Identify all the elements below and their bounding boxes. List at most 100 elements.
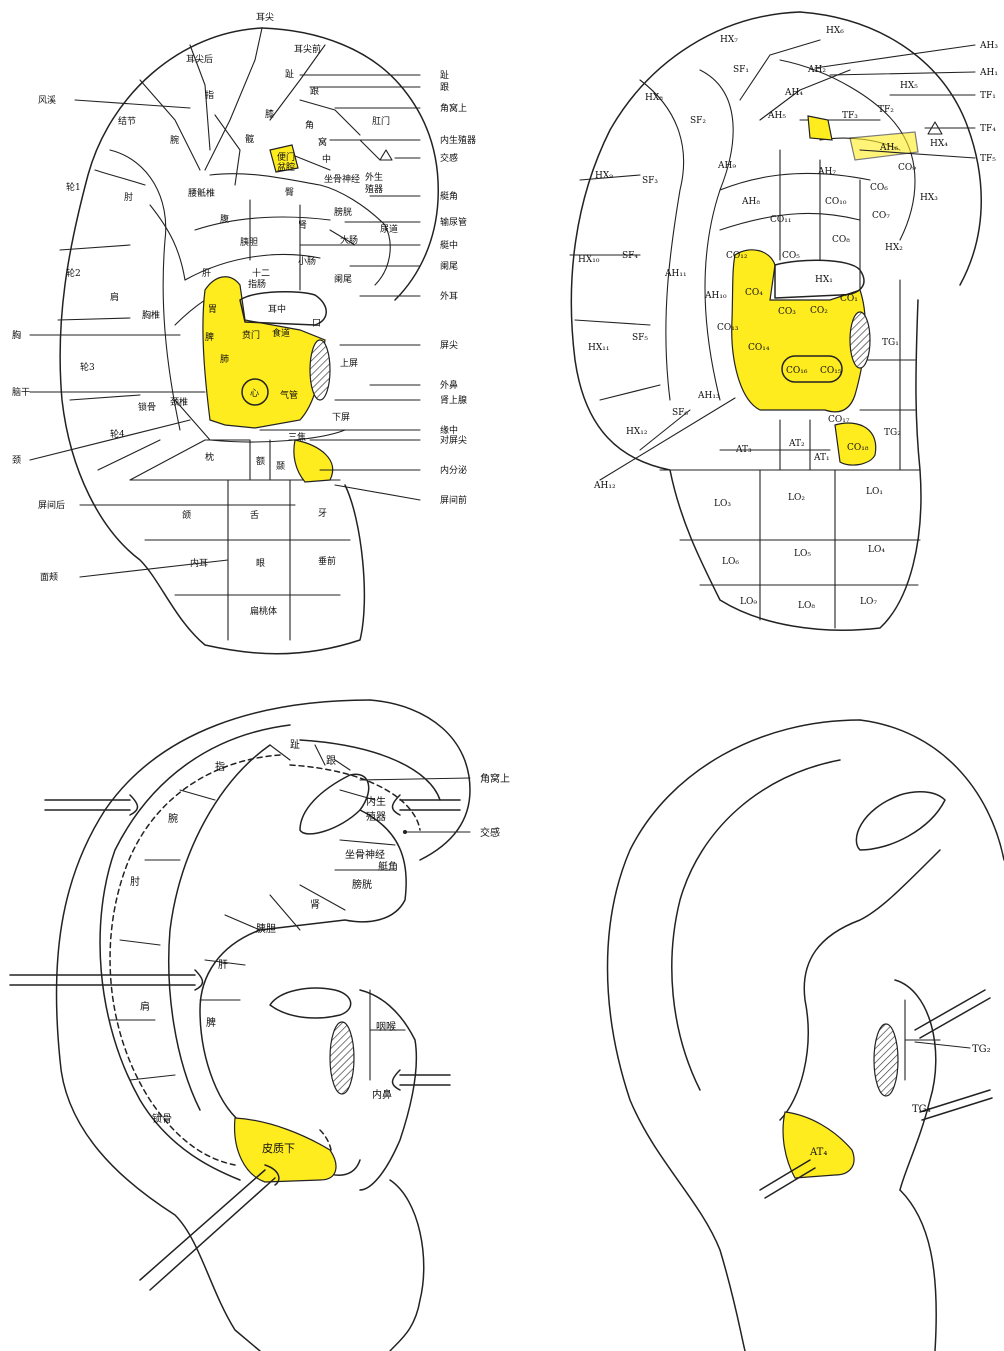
p2-label: HX₅ <box>900 81 918 91</box>
p1-label: 小肠 <box>298 256 316 267</box>
panel-4-ear-needle-codes: AT₄ TG₄ TG₂ <box>608 720 1004 1351</box>
p2-label: CO₁₇ <box>828 415 850 425</box>
p2-label: TF₃ <box>842 111 858 121</box>
p1-label: 上屏 <box>340 358 358 369</box>
p3-label: 腕 <box>168 812 178 825</box>
p4-label: AT₄ <box>809 1147 827 1158</box>
panel-4-outline <box>608 720 1004 1351</box>
p3-label: 指 <box>215 760 225 773</box>
p1-label: 眼 <box>256 558 265 569</box>
panel-2-highlight-tf <box>808 116 832 140</box>
p2-label: CO₁₆ <box>786 366 808 376</box>
p1-label: 耳尖后 <box>186 53 213 65</box>
p1-label: 指 <box>205 89 214 101</box>
p2-label: TF₂ <box>878 105 894 115</box>
p1-label: 舌 <box>250 510 259 521</box>
p2-label: LO₆ <box>722 557 739 567</box>
p2-label: SF₆ <box>672 408 688 418</box>
panel-4-callouts: TG₂ <box>915 1042 991 1055</box>
p1-label: 额 <box>256 455 265 467</box>
p1-label: 贲门 <box>242 329 260 341</box>
p2-label: AH₄ <box>784 88 803 98</box>
p1-label: 胰胆 <box>240 236 258 248</box>
p1-callout: 屏间后 <box>38 499 65 511</box>
p1-callout: 屏间前 <box>440 494 467 506</box>
p2-label: CO₁₅ <box>820 366 842 376</box>
panel-2-ear-map-codes: HX₆ HX₇ SF₁ AH₂ HX₅ HX₈ SF₂ AH₄ AH₅ TF₃ … <box>570 12 998 630</box>
p2-callout: TF₅ <box>980 154 996 164</box>
p1-callout: 缘中 <box>440 424 458 436</box>
p1-callout: 胸 <box>12 329 21 341</box>
p1-label: 膀胱 <box>334 206 352 218</box>
p1-label: 跟 <box>310 86 319 97</box>
p2-label: AH₁₀ <box>704 291 727 301</box>
p2-label: AT₁ <box>813 453 830 463</box>
p2-label: CO₄ <box>745 288 763 298</box>
p2-label: CO₇ <box>872 211 890 221</box>
panel-1-highlight-endocrine <box>294 440 333 482</box>
p4-callout: TG₂ <box>972 1044 991 1055</box>
p1-label: 轮1 <box>66 181 81 193</box>
p1-label: 颈椎 <box>170 396 188 408</box>
p1-label: 颞 <box>276 461 285 472</box>
p2-label: HX₁₀ <box>578 255 600 265</box>
p2-label: CO₉ <box>898 163 916 173</box>
p2-label: AT₃ <box>735 445 752 455</box>
p3-label: 胰胆 <box>256 922 276 935</box>
p2-label: LO₈ <box>798 601 815 611</box>
p3-label: 膀胱 <box>352 878 372 891</box>
p2-label: CO₁₂ <box>726 251 748 261</box>
p1-label: 阑尾 <box>334 273 352 285</box>
p1-label: 肘 <box>124 192 133 203</box>
p2-label: AH₅ <box>767 111 786 121</box>
panel-2-highlight-concha <box>732 250 866 412</box>
p2-callout: AH₁₂ <box>593 481 616 491</box>
p2-label: CO₆ <box>870 183 888 193</box>
p3-label: 肩 <box>140 1000 150 1013</box>
p1-label: 胸椎 <box>142 309 160 321</box>
p2-label: CO₃ <box>778 307 796 317</box>
p2-label: AH₁₃ <box>697 391 720 401</box>
p1-label: 大肠 <box>340 234 358 246</box>
p2-label: AH₇ <box>817 167 836 177</box>
panel-4-tragus-hatch-icon <box>874 1024 898 1096</box>
p1-label: 耳尖 <box>256 11 274 23</box>
p2-label: LO₇ <box>860 597 877 607</box>
p1-label: 肩 <box>110 291 119 303</box>
p1-label: 垂前 <box>318 555 336 567</box>
p1-label: 耳中 <box>268 303 286 315</box>
p1-label: 肺 <box>220 354 229 365</box>
p2-label: CO₁₃ <box>717 323 739 333</box>
p2-label: LO₅ <box>794 549 811 559</box>
p1-label: 尿道 <box>380 223 398 235</box>
p2-label: HX₆ <box>826 26 844 36</box>
panel-2-tragus-hatch-icon <box>850 312 870 368</box>
p1-label: 耳尖前 <box>294 43 321 55</box>
p1-label: 腹 <box>220 213 229 225</box>
p1-label: 趾 <box>285 68 294 80</box>
p1-callout: 肾上腺 <box>440 394 467 406</box>
p3-label: 肘 <box>130 875 140 888</box>
p1-callout: 内分泌 <box>440 464 467 476</box>
p2-label: AT₂ <box>788 439 805 449</box>
p1-callout: 风溪 <box>38 94 56 106</box>
p3-callout: 交感 <box>480 826 500 839</box>
p1-label: 食道 <box>272 327 290 339</box>
p1-callout: 阑尾 <box>440 260 458 272</box>
p1-callout: 屏尖 <box>440 339 458 351</box>
p1-label: 枕 <box>205 451 214 463</box>
p1-callout: 内生殖器 <box>440 134 476 146</box>
panel-3-ear-needle-chinese: 趾 跟 指 腕 内生 殖器 肘 坐骨神经 艇角 膀胱 肾 胰胆 肝 肩 脾 咽喉… <box>10 700 510 1351</box>
p1-callout: 跟 <box>440 82 449 93</box>
p2-label: SF₄ <box>622 251 638 261</box>
p2-label: TG₂ <box>884 428 901 438</box>
p2-callout: TF₄ <box>980 124 996 134</box>
p1-callout: 外鼻 <box>440 379 458 391</box>
p1-callout: 交感 <box>440 152 458 164</box>
p1-label: 锁骨 <box>138 401 156 413</box>
p2-callout: AH₃ <box>979 41 998 51</box>
p1-label: 十二 <box>252 267 270 279</box>
p2-label: SF₅ <box>632 333 648 343</box>
p1-label: 髋 <box>245 133 254 145</box>
p1-label: 中 <box>322 153 331 165</box>
